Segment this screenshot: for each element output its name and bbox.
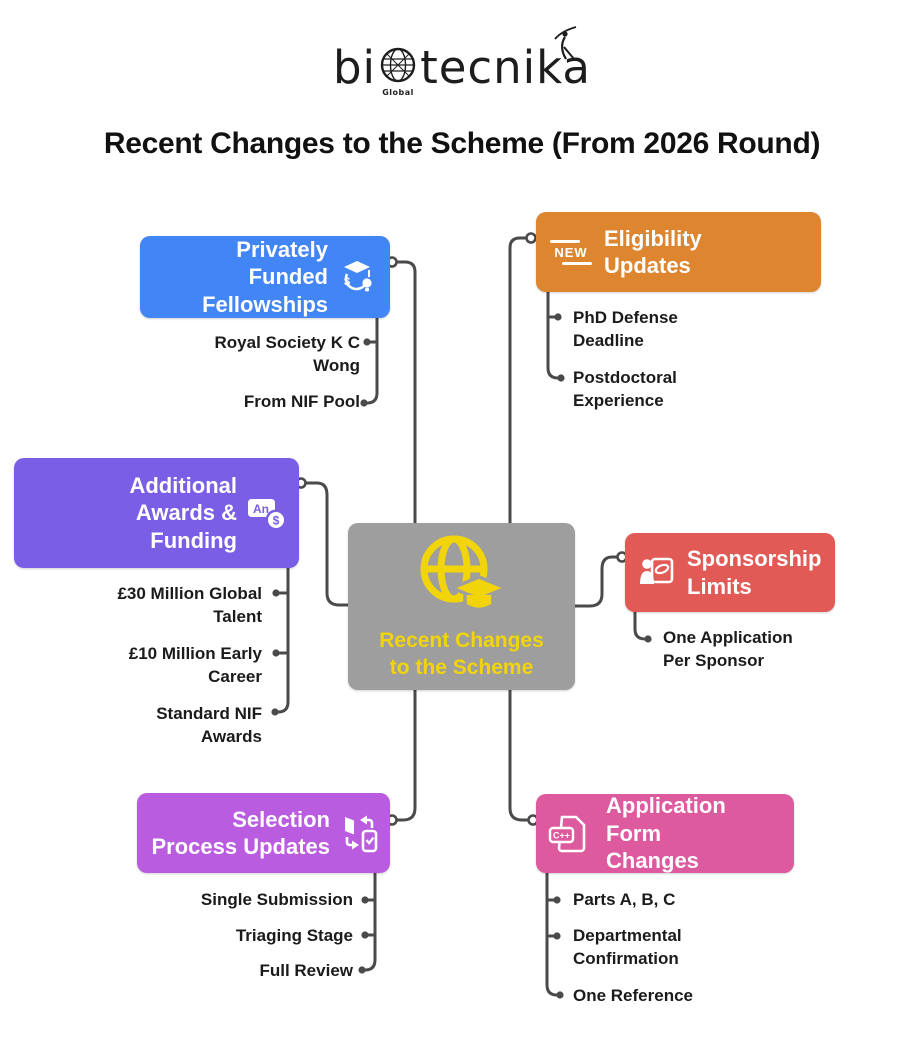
svg-text:An: An xyxy=(253,502,269,516)
scholarship-icon: $ xyxy=(336,256,378,298)
child-from-nif-pool: From NIF Pool xyxy=(243,392,360,411)
child-full-review: Full Review xyxy=(259,961,353,980)
logo-global-label: Global xyxy=(382,88,414,97)
svg-text:$: $ xyxy=(273,514,280,528)
logo-globe: Global xyxy=(377,44,419,97)
logo-text-ka: ka xyxy=(536,26,591,90)
child-parts-a-b-c: Parts A, B, C xyxy=(573,890,676,909)
logo-text-bi: bi xyxy=(332,41,377,94)
svg-text:$: $ xyxy=(344,276,350,288)
page-title: Recent Changes to the Scheme (From 2026 … xyxy=(103,127,821,160)
globe-graduation-icon xyxy=(410,532,514,622)
globe-sketch-icon xyxy=(380,47,416,83)
new-badge-icon: NEW xyxy=(550,239,592,265)
sync-review-icon xyxy=(338,810,380,856)
form-document-icon: C++ xyxy=(548,814,594,854)
biotecnika-logo: bi Global tecni ka xyxy=(0,26,924,97)
dancer-icon xyxy=(554,26,577,60)
child-triaging-stage: Triaging Stage xyxy=(235,926,353,945)
logo-text-tecni: tecni xyxy=(420,41,537,94)
sponsor-check-icon xyxy=(637,552,677,594)
svg-text:C++: C++ xyxy=(553,830,570,840)
child-single-submission: Single Submission xyxy=(200,890,353,909)
child-one-reference: One Reference xyxy=(573,986,693,1005)
currency-exchange-icon: An $ xyxy=(245,492,287,534)
